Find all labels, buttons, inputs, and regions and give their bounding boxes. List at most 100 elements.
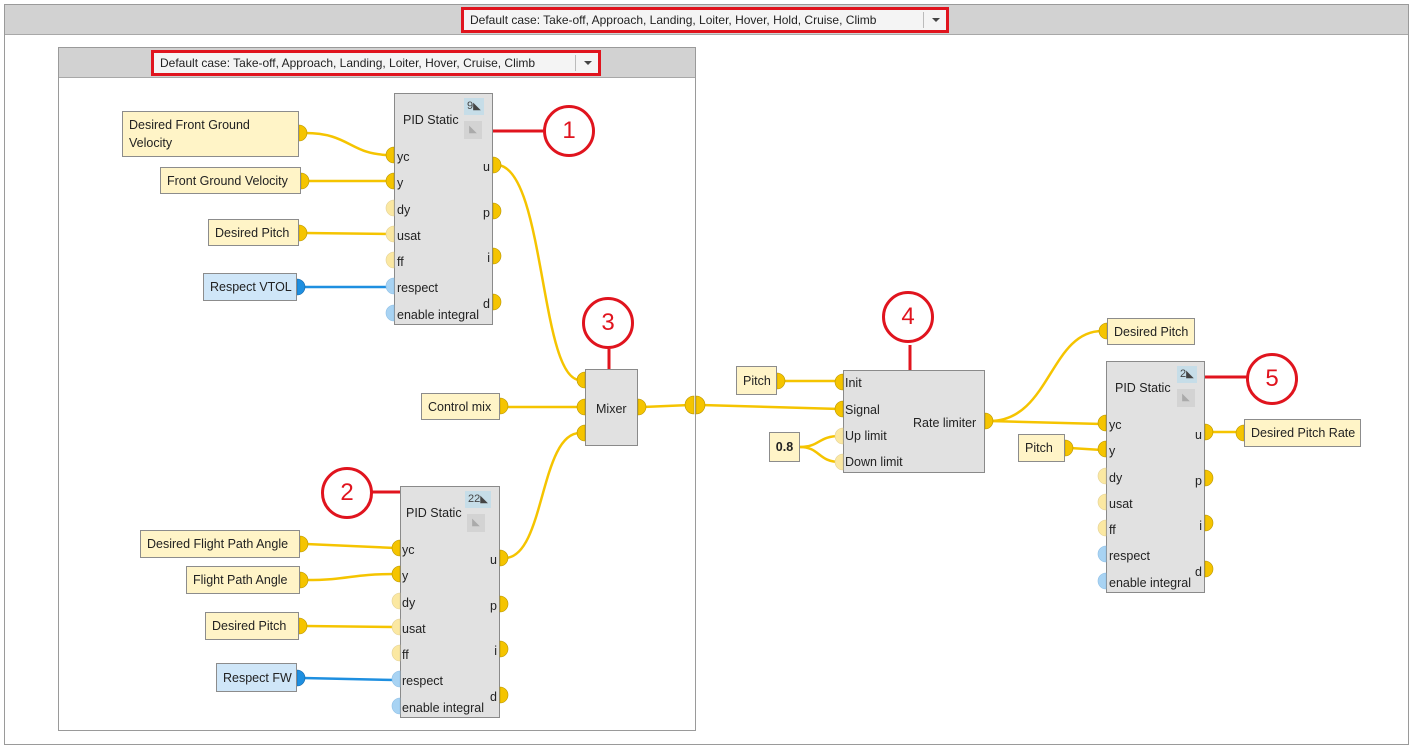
port-input[interactable] (834, 453, 844, 471)
relay-node-in[interactable] (684, 395, 695, 415)
port-output[interactable] (499, 686, 509, 704)
port-label-usat: usat (402, 622, 426, 636)
block-title: PID Static (403, 113, 459, 127)
port-output[interactable] (984, 412, 994, 430)
var-pitch[interactable]: Pitch (1018, 434, 1065, 462)
var-desired-flight-path-angle[interactable]: Desired Flight Path Angle (140, 530, 300, 558)
port-input[interactable] (834, 400, 844, 418)
port-output[interactable] (1204, 514, 1214, 532)
port-input[interactable] (385, 199, 395, 217)
port-output[interactable] (1204, 423, 1214, 441)
var-flight-path-angle[interactable]: Flight Path Angle (186, 566, 300, 594)
pid-static-block-2[interactable]: PID Static 22◣ ◣ yc y dy usat ff respect… (400, 486, 500, 718)
var-connector[interactable] (776, 372, 786, 390)
port-input[interactable] (1097, 467, 1107, 485)
port-label-up-limit: Up limit (845, 429, 887, 443)
port-input[interactable] (391, 644, 401, 662)
port-output[interactable] (637, 398, 647, 416)
port-input[interactable] (834, 427, 844, 445)
var-connector[interactable] (296, 669, 306, 687)
port-output[interactable] (492, 202, 502, 220)
port-input[interactable] (1097, 519, 1107, 537)
relay-node-out[interactable] (695, 395, 706, 415)
port-input[interactable] (391, 670, 401, 688)
var-label: Desired Pitch Rate (1251, 426, 1356, 440)
port-input[interactable] (576, 424, 586, 442)
var-respect-vtol[interactable]: Respect VTOL (203, 273, 297, 301)
wire-mixer-relay (642, 403, 691, 409)
port-input[interactable] (1097, 493, 1107, 511)
chevron-down-icon[interactable] (584, 61, 592, 65)
dropdown-separator (923, 12, 924, 28)
var-connector[interactable] (299, 571, 309, 589)
port-input[interactable] (385, 225, 395, 243)
wire-dp1-usat (304, 231, 391, 236)
port-output[interactable] (499, 549, 509, 567)
port-input[interactable] (385, 251, 395, 269)
port-input[interactable] (834, 373, 844, 391)
port-label-i: i (494, 644, 497, 658)
port-input[interactable] (391, 539, 401, 557)
port-output[interactable] (1204, 469, 1214, 487)
port-input[interactable] (391, 697, 401, 715)
const-limit-value[interactable]: 0.8 (769, 432, 800, 462)
var-connector[interactable] (296, 278, 306, 296)
port-input[interactable] (576, 371, 586, 389)
port-output[interactable] (499, 595, 509, 613)
var-connector[interactable] (499, 397, 509, 415)
pid-static-block-3[interactable]: PID Static 2◣ ◣ yc y dy usat ff respect … (1106, 361, 1205, 593)
port-input[interactable] (385, 304, 395, 322)
var-pitch[interactable]: Pitch (736, 366, 777, 395)
rate-limiter-block[interactable]: Init Signal Up limit Down limit Rate lim… (843, 370, 985, 473)
callout-number: 1 (562, 117, 576, 144)
block-title: Rate limiter (913, 416, 977, 430)
wire-dfgv-yc (304, 131, 391, 157)
var-connector[interactable] (298, 224, 308, 242)
chevron-down-icon[interactable] (932, 18, 940, 22)
port-input[interactable] (1097, 572, 1107, 590)
var-label: Pitch (743, 373, 771, 388)
var-connector[interactable] (1064, 439, 1074, 457)
var-label: Respect VTOL (210, 280, 292, 294)
var-respect-fw[interactable]: Respect FW (216, 663, 297, 692)
outer-case-dropdown[interactable]: Default case: Take-off, Approach, Landin… (461, 7, 949, 33)
port-input[interactable] (391, 618, 401, 636)
port-output[interactable] (492, 247, 502, 265)
var-connector[interactable] (1235, 424, 1245, 442)
var-control-mix[interactable]: Control mix (421, 393, 500, 420)
var-connector[interactable] (300, 172, 310, 190)
port-input[interactable] (1097, 545, 1107, 563)
port-output[interactable] (499, 640, 509, 658)
port-input[interactable] (1097, 440, 1107, 458)
var-connector[interactable] (1098, 322, 1108, 340)
inner-case-dropdown[interactable]: Default case: Take-off, Approach, Landin… (151, 50, 601, 76)
var-connector[interactable] (298, 617, 308, 635)
var-desired-pitch[interactable]: Desired Pitch (208, 219, 299, 246)
port-input[interactable] (385, 146, 395, 164)
var-connector[interactable] (298, 124, 308, 142)
port-input[interactable] (385, 277, 395, 295)
port-input[interactable] (391, 592, 401, 610)
port-label-respect: respect (397, 281, 438, 295)
wire-dp2-usat (304, 624, 396, 629)
var-desired-pitch-rate[interactable]: Desired Pitch Rate (1244, 419, 1361, 447)
mixer-block[interactable]: Mixer (585, 369, 638, 446)
port-output[interactable] (492, 293, 502, 311)
var-connector[interactable] (299, 535, 309, 553)
var-desired-pitch-output[interactable]: Desired Pitch (1107, 318, 1195, 345)
var-front-ground-velocity[interactable]: Front Ground Velocity (160, 167, 301, 194)
port-input[interactable] (391, 565, 401, 583)
port-input[interactable] (385, 172, 395, 190)
port-output[interactable] (492, 156, 502, 174)
port-input[interactable] (1097, 414, 1107, 432)
block-title: Mixer (596, 402, 627, 416)
port-label-yc: yc (402, 543, 415, 557)
wire-rfw-respect (302, 676, 396, 682)
var-desired-front-ground-velocity[interactable]: Desired Front Ground Velocity (122, 111, 299, 157)
port-output[interactable] (1204, 560, 1214, 578)
port-input[interactable] (576, 398, 586, 416)
pid-static-block-1[interactable]: PID Static 9◣ ◣ yc y dy usat ff respect … (394, 93, 493, 325)
var-desired-pitch[interactable]: Desired Pitch (205, 612, 299, 640)
rss-icon: ◣ (467, 514, 485, 532)
